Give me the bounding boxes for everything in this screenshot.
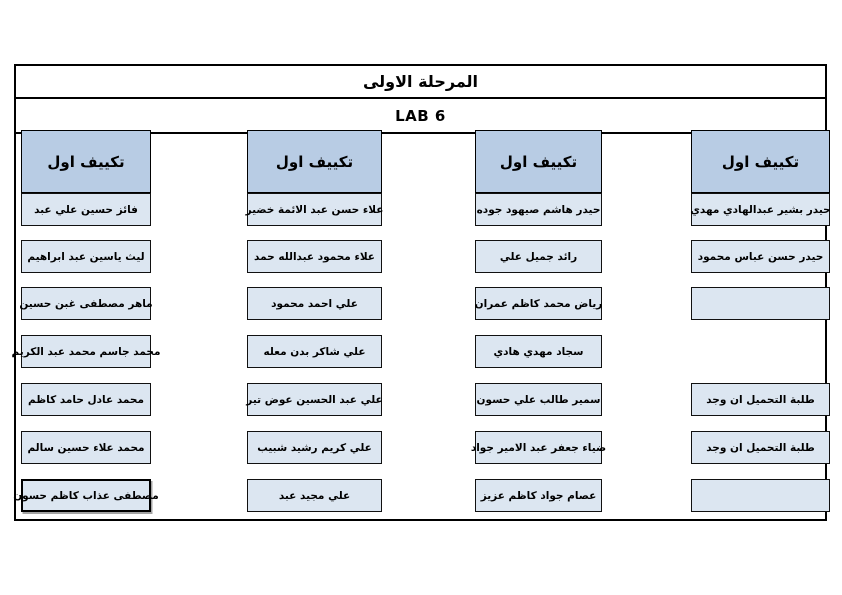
group-header-col1: تكييف اول [21, 130, 151, 193]
student-cell-col1-row3: ماهر مصطفى غبن حسين [19, 287, 153, 320]
student-cell-col4-row2: حيدر حسن عباس محمود [691, 240, 830, 273]
student-cell-col1-row5: محمد عادل حامد كاظم [21, 383, 151, 416]
student-cell-col4-row6: طلبة التحميل ان وجد [691, 431, 830, 464]
student-cell-col4-row5: طلبة التحميل ان وجد [691, 383, 830, 416]
student-cell-col1-row4: محمد جاسم محمد عبد الكريم [12, 335, 160, 368]
student-cell-col2-row7: علي مجيد عبد [247, 479, 382, 512]
student-cell-col1-row7: مصطفى عذاب كاظم حسون [13, 479, 159, 512]
student-cell-col3-row4: سجاد مهدي هادي [475, 335, 602, 368]
student-cell-col2-row6: علي كريم رشيد شبيب [247, 431, 382, 464]
stage-title: المرحلة الاولى [16, 66, 825, 99]
student-cell-col1-row2: ليث ياسين عبد ابراهيم [21, 240, 151, 273]
student-cell-col2-row5: علي عبد الحسين عوض تير [246, 383, 383, 416]
student-cell-col2-row2: علاء محمود عبدالله حمد [247, 240, 382, 273]
student-cell-col1-row6: محمد علاء حسين سالم [21, 431, 151, 464]
student-cell-col3-row7: عصام جواد كاظم عزيز [475, 479, 602, 512]
group-header-col2: تكييف اول [247, 130, 382, 193]
student-cell-col3-row2: رائد جميل علي [475, 240, 602, 273]
empty-cell-col4-row3 [691, 287, 830, 320]
group-header-col4: تكييف اول [691, 130, 830, 193]
student-cell-col4-row1: حيدر بشير عبدالهادي مهدي [690, 193, 831, 226]
student-cell-col2-row1: علاء حسن عبد الائمة خضير [246, 193, 383, 226]
student-cell-col2-row4: علي شاكر بدن معله [247, 335, 382, 368]
empty-cell-col4-row7 [691, 479, 830, 512]
lab-title: LAB 6 [16, 99, 825, 134]
student-cell-col3-row1: حيدر هاشم صيهود جوده [475, 193, 602, 226]
student-cell-col3-row6: ضياء جعفر عبد الامير جواد [471, 431, 606, 464]
student-cell-col2-row3: علي احمد محمود [247, 287, 382, 320]
student-cell-col1-row1: فائز حسين علي عبد [21, 193, 151, 226]
student-cell-col3-row5: سمير طالب علي حسون [475, 383, 602, 416]
group-header-col3: تكييف اول [475, 130, 602, 193]
student-cell-col3-row3: رياض محمد كاظم عمران [475, 287, 602, 320]
